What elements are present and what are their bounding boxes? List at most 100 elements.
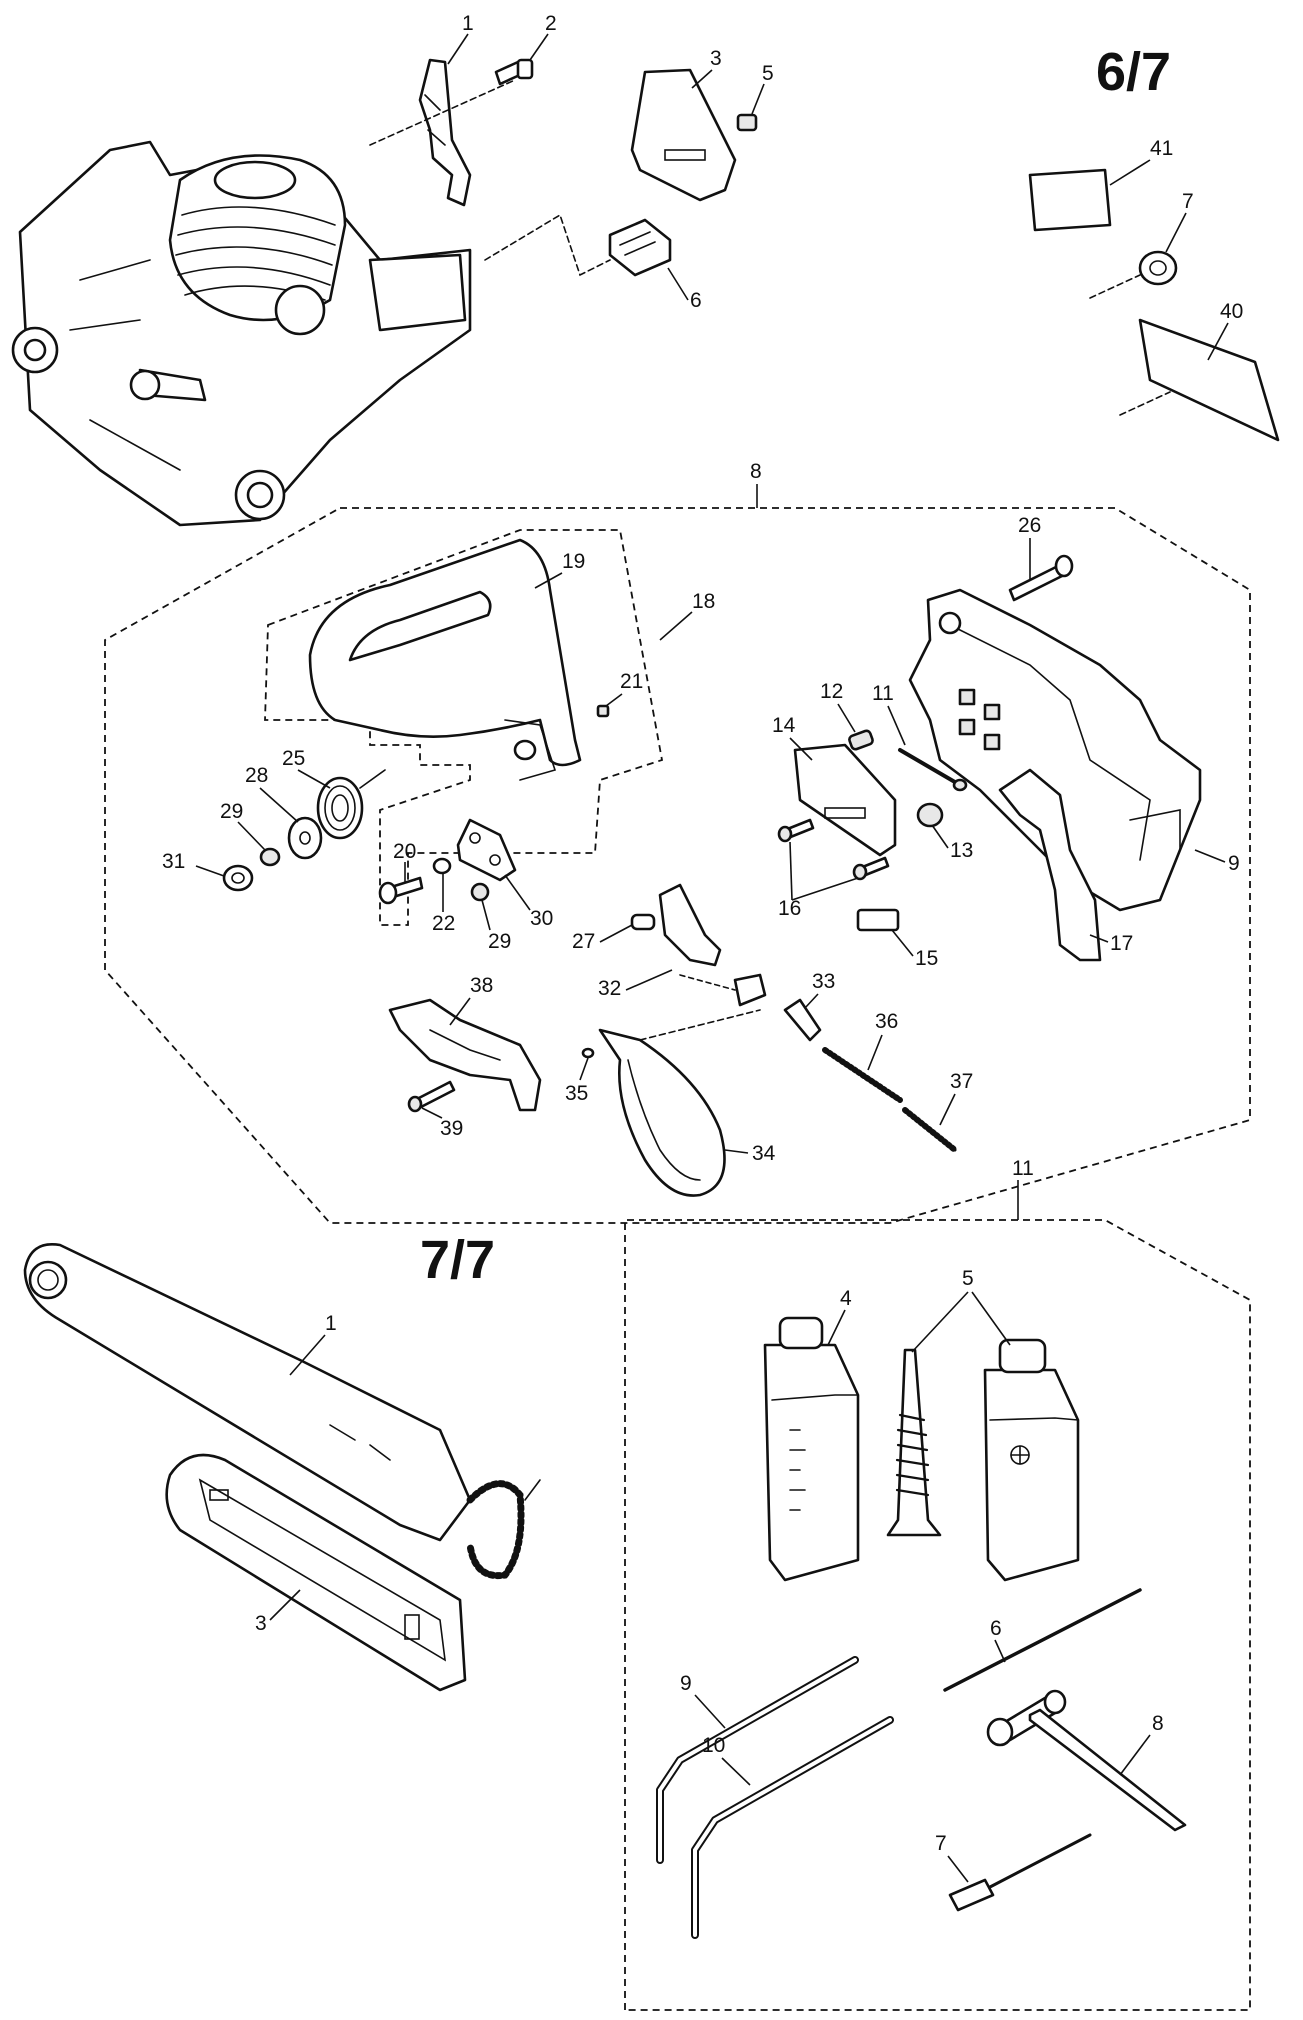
- part-chain-cover-9: [908, 588, 1202, 912]
- label-40: 40: [1220, 300, 1243, 323]
- part-nut-31: [222, 864, 254, 892]
- subassembly-18-boundary: [264, 529, 664, 926]
- label-36: 36: [875, 1010, 898, 1033]
- label-30: 30: [530, 907, 553, 930]
- tool-kit-11-boundary: [624, 1219, 1251, 2011]
- part-screw-5: [736, 113, 758, 132]
- part-brake-handle-17: [998, 768, 1102, 962]
- label-27: 27: [572, 930, 595, 953]
- part-wrench-10: [691, 1716, 894, 1939]
- part-bolt-26: [1008, 554, 1074, 602]
- page-number-7of7: 7/7: [420, 1230, 495, 1290]
- label-14: 14: [772, 714, 796, 737]
- label-4: 4: [840, 1287, 852, 1310]
- part-bar-cover: [165, 1453, 467, 1692]
- part-washer-22: [432, 857, 452, 875]
- part-plate-30: [456, 818, 517, 882]
- part-15: [856, 908, 900, 932]
- label-18: 18: [692, 590, 715, 613]
- part-35: [581, 1047, 595, 1059]
- label-16: 16: [778, 897, 801, 920]
- part-38: [388, 998, 542, 1112]
- part-decal-41: [1028, 168, 1112, 232]
- label-20: 20: [393, 840, 416, 863]
- label-9: 9: [680, 1672, 692, 1695]
- part-screw-39: [407, 1080, 456, 1113]
- label-19: 19: [562, 550, 585, 573]
- label-8: 8: [1152, 1712, 1164, 1735]
- part-decal-40: [1119, 318, 1280, 442]
- label-2: 2: [545, 12, 557, 35]
- label-11: 11: [872, 682, 894, 705]
- label-12: 12: [820, 680, 843, 703]
- part-brake-band-34: [598, 1009, 761, 1197]
- label-5: 5: [962, 1267, 974, 1290]
- part-13: [916, 802, 944, 828]
- label-25: 25: [282, 747, 305, 770]
- label-34: 34: [752, 1142, 776, 1165]
- part-sprocket-cover-19: [308, 538, 582, 781]
- label-29a: 29: [220, 800, 243, 823]
- part-plate-14: [793, 743, 897, 857]
- label-26: 26: [1018, 514, 1041, 537]
- label-28: 28: [245, 764, 268, 787]
- label-3: 3: [710, 47, 722, 70]
- part-29b: [470, 882, 490, 902]
- label-6: 6: [690, 289, 702, 312]
- label-8: 8: [750, 460, 762, 483]
- label-13: 13: [950, 839, 973, 862]
- part-saw-chain: [466, 1479, 541, 1580]
- part-plate-3: [630, 68, 737, 202]
- label-32: 32: [598, 977, 621, 1000]
- label-33: 33: [812, 970, 835, 993]
- label-5: 5: [762, 62, 774, 85]
- part-27: [630, 913, 656, 931]
- label-37: 37: [950, 1070, 973, 1093]
- part-spring-25: [316, 769, 386, 840]
- label-31: 31: [162, 850, 185, 873]
- label-15: 15: [915, 947, 938, 970]
- label-10: 10: [702, 1734, 725, 1757]
- label-7: 7: [935, 1832, 947, 1855]
- assembly-8-boundary: [104, 507, 1251, 1224]
- label-38: 38: [470, 974, 493, 997]
- part-chain-catcher: [369, 58, 516, 207]
- label-1: 1: [462, 12, 474, 35]
- label-41: 41: [1150, 137, 1173, 160]
- label-39: 39: [440, 1117, 463, 1140]
- label-21: 21: [620, 670, 643, 693]
- part-screwdriver-7: [948, 1833, 1092, 1912]
- part-washer-28: [287, 816, 323, 860]
- part-oil-bottle-4: [763, 1316, 860, 1582]
- engine-crankcase-drawing: [11, 140, 472, 527]
- part-screws-16: [777, 818, 890, 881]
- part-bottle-5: [983, 1338, 1080, 1582]
- label-17: 17: [1110, 932, 1133, 955]
- part-file-6: [943, 1588, 1142, 1692]
- part-29a: [259, 847, 281, 867]
- label-bar-1: 1: [325, 1312, 337, 1335]
- label-35: 35: [565, 1082, 588, 1105]
- part-bolt-20: [378, 876, 424, 905]
- part-spring-36: [822, 1047, 903, 1103]
- part-12: [848, 729, 874, 751]
- label-9: 9: [1228, 852, 1240, 875]
- label-kit-11: 11: [1012, 1157, 1034, 1180]
- part-funnel-5: [886, 1348, 942, 1537]
- label-29b: 29: [488, 930, 511, 953]
- label-7: 7: [1182, 190, 1194, 213]
- part-stud-11: [898, 748, 968, 792]
- label-cover-3: 3: [255, 1612, 267, 1635]
- page-number-6of7: 6/7: [1096, 42, 1171, 102]
- label-6: 6: [990, 1617, 1002, 1640]
- part-spring-37: [902, 1107, 958, 1153]
- part-block-6: [484, 213, 672, 277]
- label-22: 22: [432, 912, 455, 935]
- part-33: [783, 998, 822, 1042]
- part-guide-bar: [23, 1242, 472, 1542]
- part-plug-wrench-8: [986, 1689, 1187, 1832]
- part-lever-32: [658, 883, 767, 1007]
- part-screw-2: [494, 58, 534, 86]
- part-21: [596, 704, 610, 718]
